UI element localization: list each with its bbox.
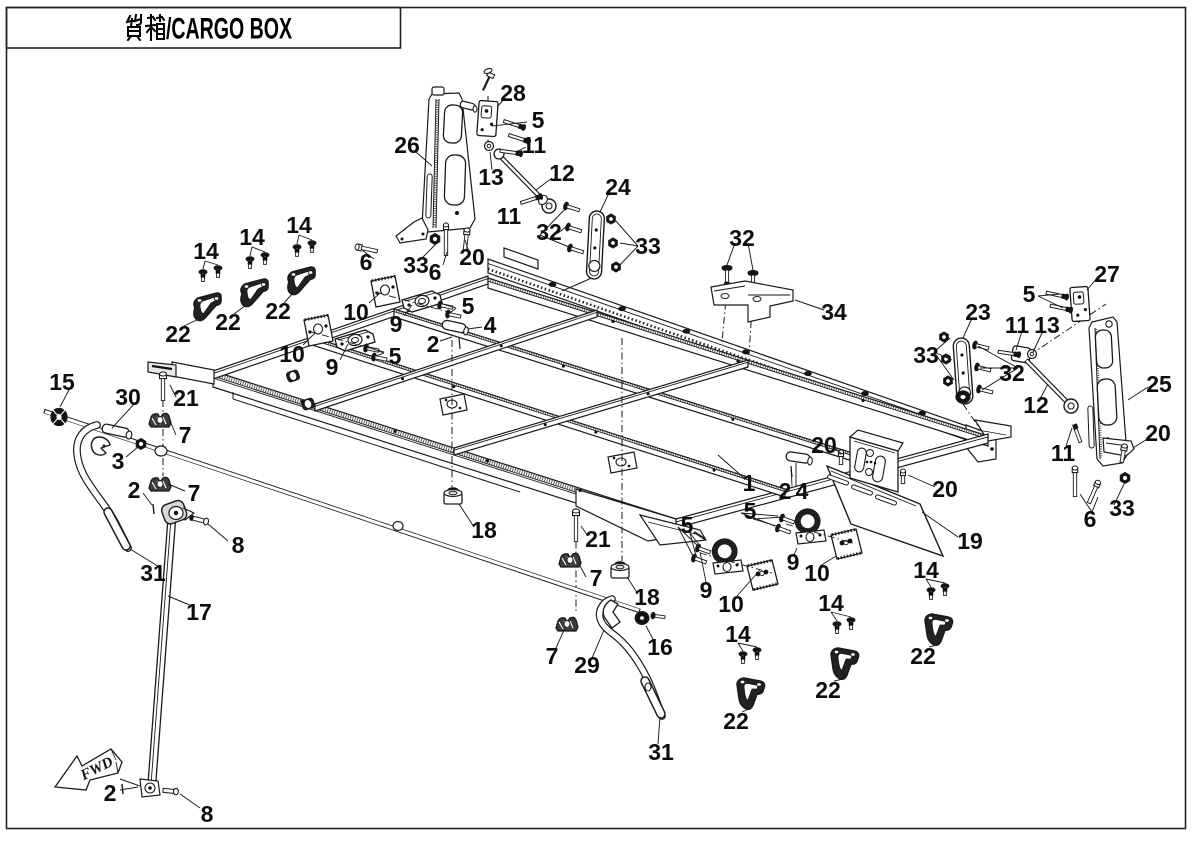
svg-text:2: 2 bbox=[779, 478, 792, 504]
svg-text:14: 14 bbox=[913, 557, 939, 583]
svg-text:5: 5 bbox=[532, 107, 545, 133]
svg-text:11: 11 bbox=[1005, 312, 1030, 338]
svg-text:20: 20 bbox=[459, 244, 485, 270]
svg-text:22: 22 bbox=[265, 298, 291, 324]
svg-text:31: 31 bbox=[648, 739, 674, 765]
svg-text:16: 16 bbox=[647, 634, 673, 660]
svg-text:7: 7 bbox=[188, 480, 201, 506]
svg-text:5: 5 bbox=[389, 343, 402, 369]
svg-text:22: 22 bbox=[815, 677, 841, 703]
svg-text:18: 18 bbox=[634, 584, 660, 610]
svg-text:5: 5 bbox=[744, 498, 757, 524]
svg-text:/CARGO BOX: /CARGO BOX bbox=[166, 13, 292, 46]
svg-text:33: 33 bbox=[403, 252, 429, 278]
svg-text:32: 32 bbox=[729, 225, 755, 251]
svg-text:13: 13 bbox=[478, 164, 504, 190]
svg-text:10: 10 bbox=[279, 341, 305, 367]
svg-text:9: 9 bbox=[787, 549, 800, 575]
svg-text:11: 11 bbox=[497, 203, 522, 229]
svg-text:22: 22 bbox=[910, 643, 936, 669]
svg-text:10: 10 bbox=[718, 591, 744, 617]
svg-text:2: 2 bbox=[104, 780, 117, 806]
svg-text:22: 22 bbox=[165, 321, 191, 347]
svg-text:14: 14 bbox=[239, 224, 265, 250]
svg-text:6: 6 bbox=[360, 249, 373, 275]
svg-text:21: 21 bbox=[173, 385, 199, 411]
svg-text:7: 7 bbox=[546, 643, 559, 669]
svg-text:20: 20 bbox=[811, 432, 837, 458]
svg-text:14: 14 bbox=[286, 212, 312, 238]
svg-text:11: 11 bbox=[1051, 440, 1076, 466]
svg-text:9: 9 bbox=[700, 577, 713, 603]
svg-text:5: 5 bbox=[681, 512, 694, 538]
svg-text:3: 3 bbox=[112, 448, 125, 474]
svg-text:19: 19 bbox=[957, 528, 983, 554]
svg-text:11: 11 bbox=[522, 132, 547, 158]
svg-text:10: 10 bbox=[343, 299, 369, 325]
svg-text:29: 29 bbox=[574, 652, 600, 678]
svg-text:12: 12 bbox=[1023, 392, 1049, 418]
svg-text:34: 34 bbox=[821, 299, 847, 325]
svg-text:6: 6 bbox=[429, 259, 442, 285]
svg-text:14: 14 bbox=[818, 590, 844, 616]
svg-text:32: 32 bbox=[999, 360, 1025, 386]
svg-text:20: 20 bbox=[1145, 420, 1171, 446]
svg-text:26: 26 bbox=[394, 132, 420, 158]
svg-text:10: 10 bbox=[804, 560, 830, 586]
svg-text:2: 2 bbox=[128, 477, 141, 503]
svg-text:28: 28 bbox=[500, 80, 526, 106]
svg-text:25: 25 bbox=[1146, 371, 1172, 397]
svg-text:20: 20 bbox=[932, 476, 958, 502]
svg-text:33: 33 bbox=[635, 233, 661, 259]
svg-text:33: 33 bbox=[913, 342, 939, 368]
svg-text:1: 1 bbox=[743, 470, 756, 496]
svg-text:4: 4 bbox=[796, 478, 809, 504]
svg-text:22: 22 bbox=[723, 708, 749, 734]
svg-text:9: 9 bbox=[326, 354, 339, 380]
svg-text:17: 17 bbox=[186, 599, 212, 625]
svg-text:4: 4 bbox=[484, 312, 497, 338]
svg-text:15: 15 bbox=[49, 369, 75, 395]
svg-text:30: 30 bbox=[115, 384, 141, 410]
svg-text:14: 14 bbox=[193, 238, 219, 264]
svg-text:21: 21 bbox=[585, 526, 611, 552]
svg-text:7: 7 bbox=[179, 422, 192, 448]
svg-text:8: 8 bbox=[201, 801, 214, 827]
svg-text:23: 23 bbox=[965, 299, 991, 325]
svg-text:5: 5 bbox=[1023, 281, 1036, 307]
svg-text:22: 22 bbox=[215, 309, 241, 335]
svg-text:7: 7 bbox=[590, 565, 603, 591]
svg-text:2: 2 bbox=[427, 331, 440, 357]
svg-text:33: 33 bbox=[1109, 495, 1135, 521]
svg-text:6: 6 bbox=[1084, 506, 1097, 532]
svg-text:13: 13 bbox=[1034, 312, 1060, 338]
svg-text:27: 27 bbox=[1094, 261, 1120, 287]
svg-text:18: 18 bbox=[471, 517, 497, 543]
svg-text:24: 24 bbox=[605, 174, 631, 200]
svg-text:5: 5 bbox=[462, 293, 475, 319]
svg-text:9: 9 bbox=[390, 311, 403, 337]
svg-text:8: 8 bbox=[232, 532, 245, 558]
svg-text:31: 31 bbox=[140, 560, 166, 586]
svg-text:14: 14 bbox=[725, 621, 751, 647]
svg-text:12: 12 bbox=[549, 160, 575, 186]
svg-text:32: 32 bbox=[536, 219, 562, 245]
